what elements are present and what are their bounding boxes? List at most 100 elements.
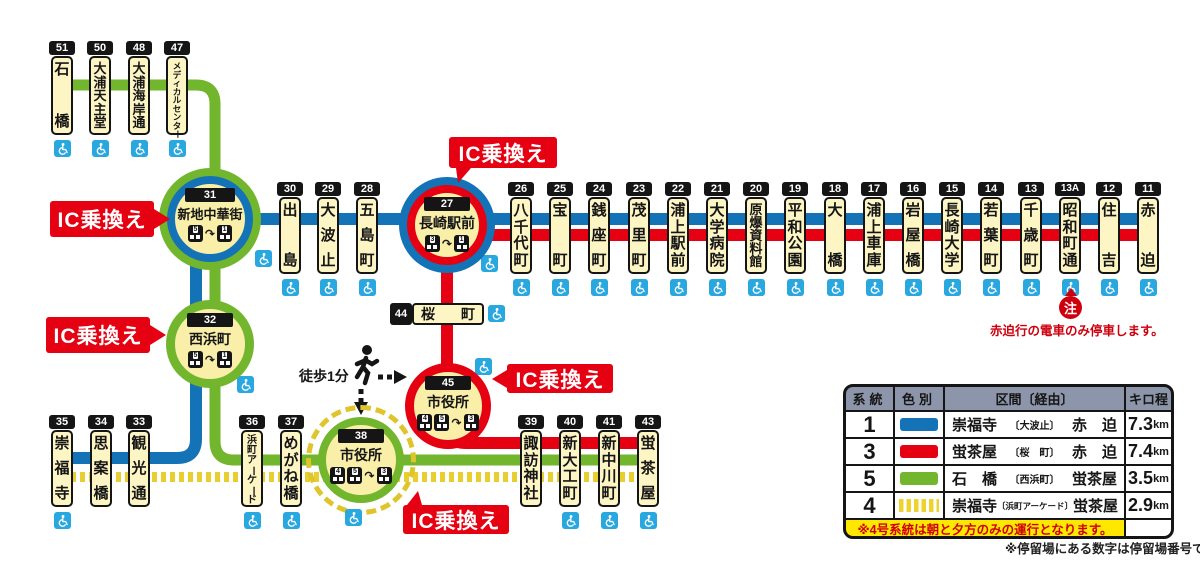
station-43: 蛍茶屋 bbox=[637, 430, 659, 507]
wheelchair-icon-25 bbox=[551, 279, 569, 296]
wheelchair-icon-37 bbox=[282, 512, 300, 529]
wheelchair-icon-22 bbox=[669, 279, 687, 296]
station-number-18: 18 bbox=[822, 182, 848, 196]
wheelchair-icon-24 bbox=[590, 279, 608, 296]
station-11: 赤迫 bbox=[1137, 197, 1159, 274]
station-number-12: 12 bbox=[1096, 182, 1122, 196]
station-25: 宝町 bbox=[549, 197, 571, 274]
legend-route-5: 5 bbox=[846, 466, 893, 491]
transfer-arrow-icon: ↷ bbox=[364, 468, 375, 483]
station-number-19: 19 bbox=[782, 182, 808, 196]
legend-route-4: 4 bbox=[846, 493, 893, 518]
station-12: 住吉 bbox=[1098, 197, 1120, 274]
legend-route-3: 3 bbox=[846, 439, 893, 464]
station-number-28: 28 bbox=[354, 182, 380, 196]
legend-header-color: 色別 bbox=[895, 387, 943, 410]
station-name: 市役所 bbox=[427, 394, 469, 410]
wheelchair-icon-50 bbox=[91, 140, 109, 157]
wheelchair-icon-32 bbox=[237, 376, 254, 393]
station-name: 市役所 bbox=[340, 447, 382, 463]
station-13A: 昭和町通 bbox=[1059, 197, 1081, 274]
station-number-20: 20 bbox=[743, 182, 769, 196]
wheelchair-icon-28 bbox=[358, 279, 376, 296]
legend-header-section: 区間〔経由〕 bbox=[945, 387, 1124, 410]
wheelchair-icon-31 bbox=[255, 250, 272, 267]
station-number-47: 47 bbox=[164, 41, 190, 55]
station-number-39: 39 bbox=[518, 415, 544, 429]
wheelchair-icon-12 bbox=[1100, 279, 1118, 296]
walking-person-icon bbox=[354, 345, 380, 386]
bubble-tail bbox=[407, 491, 422, 505]
line-color-swatch bbox=[899, 499, 939, 512]
tram-icon-route-1: 1 bbox=[217, 225, 233, 242]
station-number-25: 25 bbox=[547, 182, 573, 196]
ic-transfer-bubble-27: IC乗換え bbox=[449, 137, 557, 183]
wheelchair-icon-38 bbox=[345, 509, 362, 526]
station-name: 西浜町 bbox=[189, 331, 231, 347]
wheelchair-icon-40 bbox=[561, 512, 579, 529]
ic-transfer-bubble-32: IC乗換え bbox=[46, 317, 166, 353]
transfer-arrow-icon: ↷ bbox=[441, 236, 453, 251]
wheelchair-icon-27 bbox=[481, 255, 498, 272]
station-number-35: 35 bbox=[49, 415, 75, 429]
station-number-36: 36 bbox=[239, 415, 265, 429]
legend-section-3: 蛍茶屋〔桜 町〕赤 迫 bbox=[945, 439, 1124, 464]
legend-note-spacer bbox=[1126, 520, 1171, 536]
station-18: 大橋 bbox=[824, 197, 846, 274]
station-number-48: 48 bbox=[126, 41, 152, 55]
legend-swatch-1 bbox=[895, 412, 943, 437]
tram-icon-route-5: 5 bbox=[434, 414, 450, 431]
station-number-22: 22 bbox=[665, 182, 691, 196]
legend-swatch-3 bbox=[895, 439, 943, 464]
station-number-21: 21 bbox=[704, 182, 730, 196]
station-number-50: 50 bbox=[87, 41, 113, 55]
wheelchair-icon-21 bbox=[708, 279, 726, 296]
tram-icon-route-4: 4 bbox=[417, 414, 433, 431]
station-number-27: 27 bbox=[424, 197, 470, 211]
station-48: 大浦海岸通 bbox=[128, 56, 150, 135]
station-23: 茂里町 bbox=[628, 197, 650, 274]
station-number-17: 17 bbox=[861, 182, 887, 196]
station-19: 平和公園 bbox=[784, 197, 806, 274]
station-40: 新大工町 bbox=[559, 430, 581, 507]
wheelchair-icon-35 bbox=[53, 512, 71, 529]
wheelchair-icon-30 bbox=[281, 279, 299, 296]
ic-transfer-label: IC乗換え bbox=[57, 209, 147, 232]
station-number-32: 32 bbox=[187, 313, 233, 327]
line-color-swatch bbox=[900, 445, 938, 458]
station-22: 浦上駅前 bbox=[667, 197, 689, 274]
legend-header-distance: キロ程 bbox=[1126, 387, 1171, 410]
station-17: 浦上車庫 bbox=[863, 197, 885, 274]
ic-transfer-label: IC乗換え bbox=[458, 142, 548, 166]
legend-section-5: 石 橋〔西浜町〕蛍茶屋 bbox=[945, 466, 1124, 491]
station-number-41: 41 bbox=[596, 415, 622, 429]
legend-header-route: 系統 bbox=[846, 387, 893, 410]
note-mark: 注 bbox=[1063, 301, 1077, 316]
station-16: 岩屋橋 bbox=[902, 197, 924, 274]
station-number-37: 37 bbox=[278, 415, 304, 429]
wheelchair-icon-48 bbox=[130, 140, 148, 157]
station-number-13A: 13A bbox=[1055, 182, 1085, 196]
route-5-green-line bbox=[62, 79, 650, 466]
station-number-16: 16 bbox=[900, 182, 926, 196]
station-37: めがね橋 bbox=[280, 430, 302, 507]
transfer-trams: 3↷1 bbox=[424, 235, 470, 252]
station-39: 諏訪神社 bbox=[520, 430, 542, 507]
station-13: 千歳町 bbox=[1020, 197, 1042, 274]
bubble-tail bbox=[150, 325, 166, 345]
station-28: 五島町 bbox=[356, 197, 378, 274]
station-name: 長崎駅前 bbox=[419, 215, 475, 231]
ic-transfer-label: IC乗換え bbox=[515, 368, 605, 392]
bubble-tail bbox=[154, 209, 170, 229]
tram-icon-route-3: 3 bbox=[463, 414, 479, 431]
station-name: 新地中華街 bbox=[177, 207, 243, 222]
station-51: 石橋 bbox=[51, 56, 73, 135]
